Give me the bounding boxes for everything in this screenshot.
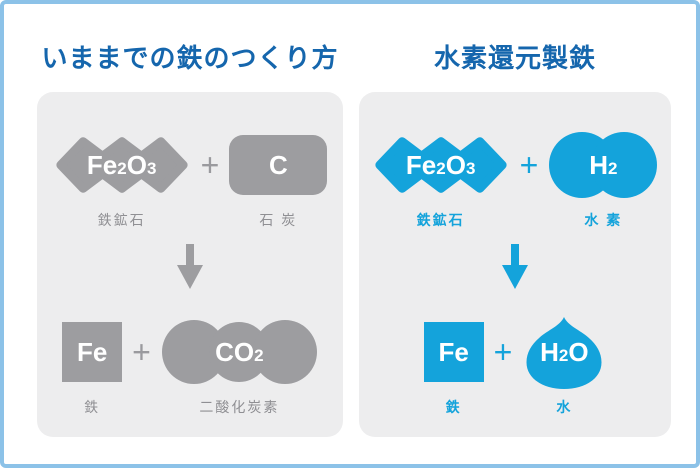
- iron-ore-item: Fe2O3 鉄鉱石: [53, 128, 191, 230]
- conventional-process-panel: Fe2O3 鉄鉱石 + C 石 炭 Fe 鉄: [37, 92, 343, 437]
- iron-ore-shape: Fe2O3: [372, 128, 510, 202]
- down-arrow-icon: [502, 244, 528, 289]
- co2-formula: CO2: [215, 336, 264, 367]
- plus-sign: +: [493, 333, 513, 370]
- ore-rock-icon: [56, 137, 188, 193]
- water-item: H2O 水: [522, 315, 606, 417]
- right-reactants-row: Fe2O3 鉄鉱石 + H2 水 素: [359, 128, 671, 230]
- right-products-row: Fe 鉄 + H2O 水: [359, 315, 671, 417]
- iron-block-icon: Fe: [62, 322, 123, 382]
- left-reactants-row: Fe2O3 鉄鉱石 + C 石 炭: [37, 128, 343, 230]
- right-arrow-row: [502, 244, 528, 289]
- left-products-row: Fe 鉄 + CO2 二酸化炭素: [37, 315, 343, 417]
- hydrogen-label: 水 素: [584, 212, 623, 228]
- iron-item: Fe 鉄: [423, 315, 484, 417]
- ore-rock-icon: [375, 137, 507, 193]
- fe2o3-formula: Fe2O3: [86, 149, 157, 180]
- hydrogen-process-panel: Fe2O3 鉄鉱石 + H2 水 素: [359, 92, 671, 437]
- h2-formula: H2: [589, 149, 618, 180]
- plus-sign: +: [200, 146, 220, 183]
- left-title: いままでの鉄のつくり方: [41, 43, 339, 73]
- hydrogen-item: H2 水 素: [548, 128, 658, 230]
- co2-item: CO2 二酸化炭素: [161, 315, 318, 417]
- water-shape: H2O: [522, 315, 606, 389]
- h2o-formula: H2O: [540, 336, 589, 367]
- hydrogen-shape: H2: [548, 128, 658, 202]
- water-drop-icon: [526, 316, 602, 389]
- right-title: 水素還元製鉄: [433, 43, 596, 73]
- iron-item: Fe 鉄: [62, 315, 123, 417]
- iron-label: 鉄: [445, 399, 462, 415]
- co2-shape: CO2: [161, 315, 318, 389]
- iron-shape: Fe: [423, 315, 484, 389]
- iron-ore-label: 鉄鉱石: [416, 212, 465, 228]
- iron-block-icon: Fe: [423, 322, 484, 382]
- iron-shape: Fe: [62, 315, 123, 389]
- iron-ore-label: 鉄鉱石: [97, 212, 146, 228]
- plus-sign: +: [132, 333, 151, 370]
- iron-label: 鉄: [84, 399, 101, 415]
- left-arrow-row: [177, 244, 203, 289]
- co2-label: 二酸化炭素: [199, 399, 280, 415]
- iron-ore-item: Fe2O3 鉄鉱石: [372, 128, 510, 230]
- coal-block-icon: C: [229, 135, 328, 195]
- fe2o3-formula: Fe2O3: [405, 149, 476, 180]
- water-label: 水: [556, 399, 573, 415]
- co2-cloud-icon: [161, 320, 317, 384]
- h2-molecule-icon: [549, 132, 658, 198]
- down-arrow-icon: [177, 244, 203, 289]
- coal-shape: C: [229, 128, 328, 202]
- coal-label: 石 炭: [259, 212, 298, 228]
- plus-sign: +: [519, 146, 539, 183]
- coal-item: C 石 炭: [229, 128, 328, 230]
- iron-ore-shape: Fe2O3: [53, 128, 191, 202]
